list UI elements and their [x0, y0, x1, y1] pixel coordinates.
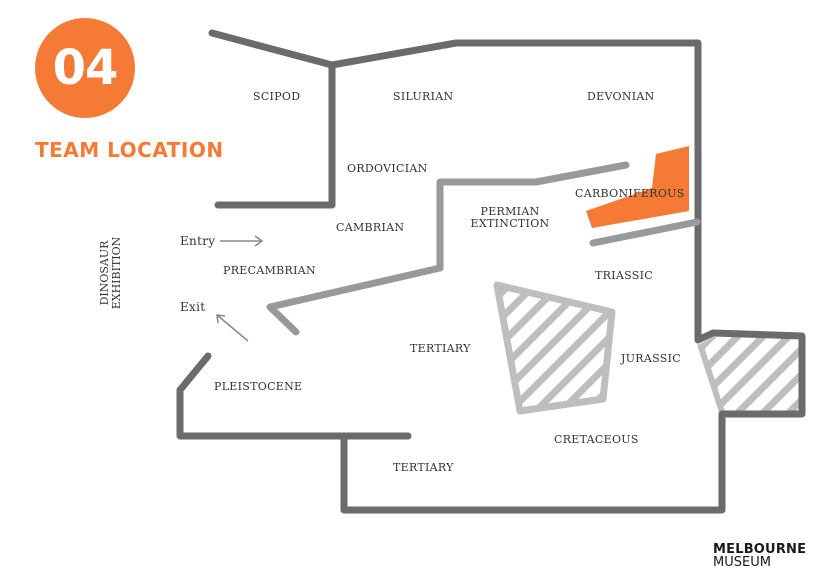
zone-tertiary-main[interactable]: TERTIARY	[410, 342, 471, 355]
zone-carboniferous[interactable]: CARBONIFEROUS	[575, 187, 685, 200]
hatched-side-block	[700, 337, 800, 412]
team-number-badge: 04	[35, 18, 135, 118]
entry-arrow-icon	[220, 235, 264, 247]
zone-silurian[interactable]: SILURIAN	[393, 90, 454, 103]
exit-label: Exit	[180, 300, 206, 314]
melbourne-museum-logo: MELBOURNE MUSEUM	[713, 542, 807, 570]
zone-devonian[interactable]: DEVONIAN	[587, 90, 655, 103]
entry-label: Entry	[180, 234, 216, 248]
zone-cambrian[interactable]: CAMBRIAN	[336, 221, 405, 234]
zone-scipod[interactable]: SCIPOD	[253, 90, 301, 103]
hatched-exhibit-block	[493, 281, 616, 415]
zone-tertiary-lower[interactable]: TERTIARY	[393, 461, 454, 474]
zone-triassic[interactable]: TRIASSIC	[595, 269, 653, 282]
zone-precambrian[interactable]: PRECAMBRIAN	[223, 264, 316, 277]
zone-permian-extinction[interactable]: PERMIAN EXTINCTION	[470, 205, 550, 230]
team-number: 04	[52, 40, 119, 96]
exit-arrow-icon	[216, 314, 249, 342]
zone-pleistocene[interactable]: PLEISTOCENE	[214, 380, 303, 393]
team-location-title: TEAM LOCATION	[35, 138, 224, 162]
outer-walls	[176, 29, 806, 514]
zone-jurassic[interactable]: JURASSIC	[621, 352, 681, 365]
zone-ordovician[interactable]: ORDOVICIAN	[347, 162, 428, 175]
zone-cretaceous[interactable]: CRETACEOUS	[554, 433, 639, 446]
inner-walls	[266, 161, 701, 336]
carboniferous-highlight	[586, 146, 689, 228]
